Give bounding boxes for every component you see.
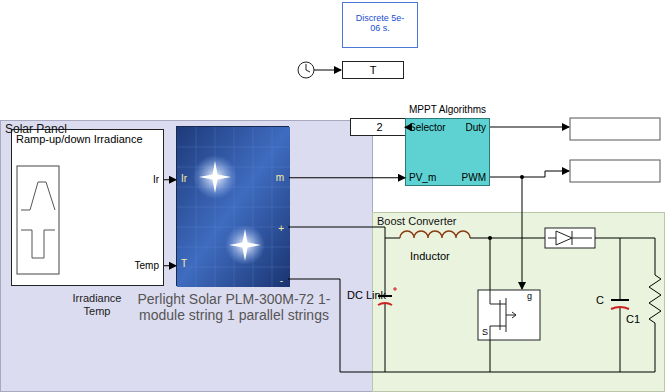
port-label: + [278, 223, 284, 235]
wire [620, 308, 621, 372]
block-name: Perlight Solar PLM-300M-72 1-module stri… [135, 291, 333, 323]
cell-line [177, 267, 290, 268]
solar-panel-region: Solar PanelRamp-up/down IrradianceIrTemp… [0, 120, 373, 392]
step-waveform [21, 230, 55, 258]
irradiance-subsystem: Ramp-up/down IrradianceIrTempIrradiance … [11, 129, 164, 286]
polarity-mark [393, 287, 397, 291]
wire [620, 238, 621, 300]
port-label: Duty [465, 122, 486, 134]
goto-block: T [342, 61, 404, 79]
mosfet-symbol [490, 290, 516, 340]
wire [649, 238, 661, 372]
diode-symbol [548, 231, 592, 245]
subsystem-title: Ramp-up/down Irradiance [16, 133, 143, 146]
pv-panel-picture [177, 127, 290, 287]
pin-label: g [527, 291, 532, 301]
cell-line [177, 227, 290, 228]
port-label: PWM [462, 172, 486, 184]
wire [288, 279, 655, 372]
clock-symbol [306, 64, 310, 72]
wire [522, 177, 523, 289]
capacitor-plate [611, 299, 629, 301]
mppt-block: MPPT AlgorithmsSelectorDutyPV_mPWM [405, 118, 490, 186]
wire [595, 238, 655, 239]
component-label: C1 [626, 313, 640, 326]
cell-line [177, 207, 290, 208]
port-label: PV_m [409, 172, 436, 184]
display-block [570, 118, 660, 140]
wire [314, 70, 341, 71]
port-label: Temp [135, 260, 159, 272]
port-label: Ir [153, 174, 159, 186]
panel-surface [177, 127, 290, 287]
wire [385, 238, 400, 239]
light-glint [193, 155, 237, 199]
solver-label: Discrete 5e-06 s. [343, 13, 417, 34]
wire [490, 127, 569, 128]
diode-symbol [545, 228, 595, 248]
region-title: Boost Converter [377, 215, 456, 228]
pv-module-block: IrTm+-Perlight Solar PLM-300M-72 1-modul… [176, 126, 289, 286]
constant-value: 2 [351, 121, 408, 134]
ramp-waveform [21, 182, 55, 210]
wire [288, 227, 385, 296]
constant-block: 2 [350, 118, 409, 136]
block-name: Irradiance Temp [67, 292, 127, 317]
display-block [570, 160, 660, 182]
component-label: DC Link [347, 289, 375, 302]
light-glint [242, 229, 248, 261]
pin-label: S [482, 327, 488, 337]
signal-wire [405, 127, 409, 128]
light-glint [212, 161, 218, 193]
wire [385, 304, 386, 372]
port-label: - [280, 275, 283, 287]
mosfet-symbol [478, 290, 540, 340]
wire [490, 340, 491, 372]
signal-wire [164, 179, 176, 180]
capacitor-plate [378, 295, 392, 297]
component-label: Inductor [410, 250, 450, 263]
signal-wire [164, 265, 176, 266]
cell-line [177, 147, 290, 148]
signal-wire [289, 177, 405, 178]
port-label: Ir [181, 173, 187, 185]
inductor-coil [400, 231, 470, 238]
port-label: Selector [409, 122, 446, 134]
port-label: T [181, 258, 187, 270]
port-label: m [276, 172, 284, 184]
goto-tag: T [343, 64, 403, 77]
wire [470, 238, 545, 239]
wire [490, 238, 491, 290]
light-glint [225, 225, 265, 265]
block-name: MPPT Algorithms [386, 104, 509, 116]
wire [490, 171, 569, 177]
solver-block: Discrete 5e-06 s. [342, 2, 418, 48]
clock-symbol [298, 62, 314, 78]
scope-frame [17, 166, 59, 274]
component-label: C [596, 294, 604, 307]
